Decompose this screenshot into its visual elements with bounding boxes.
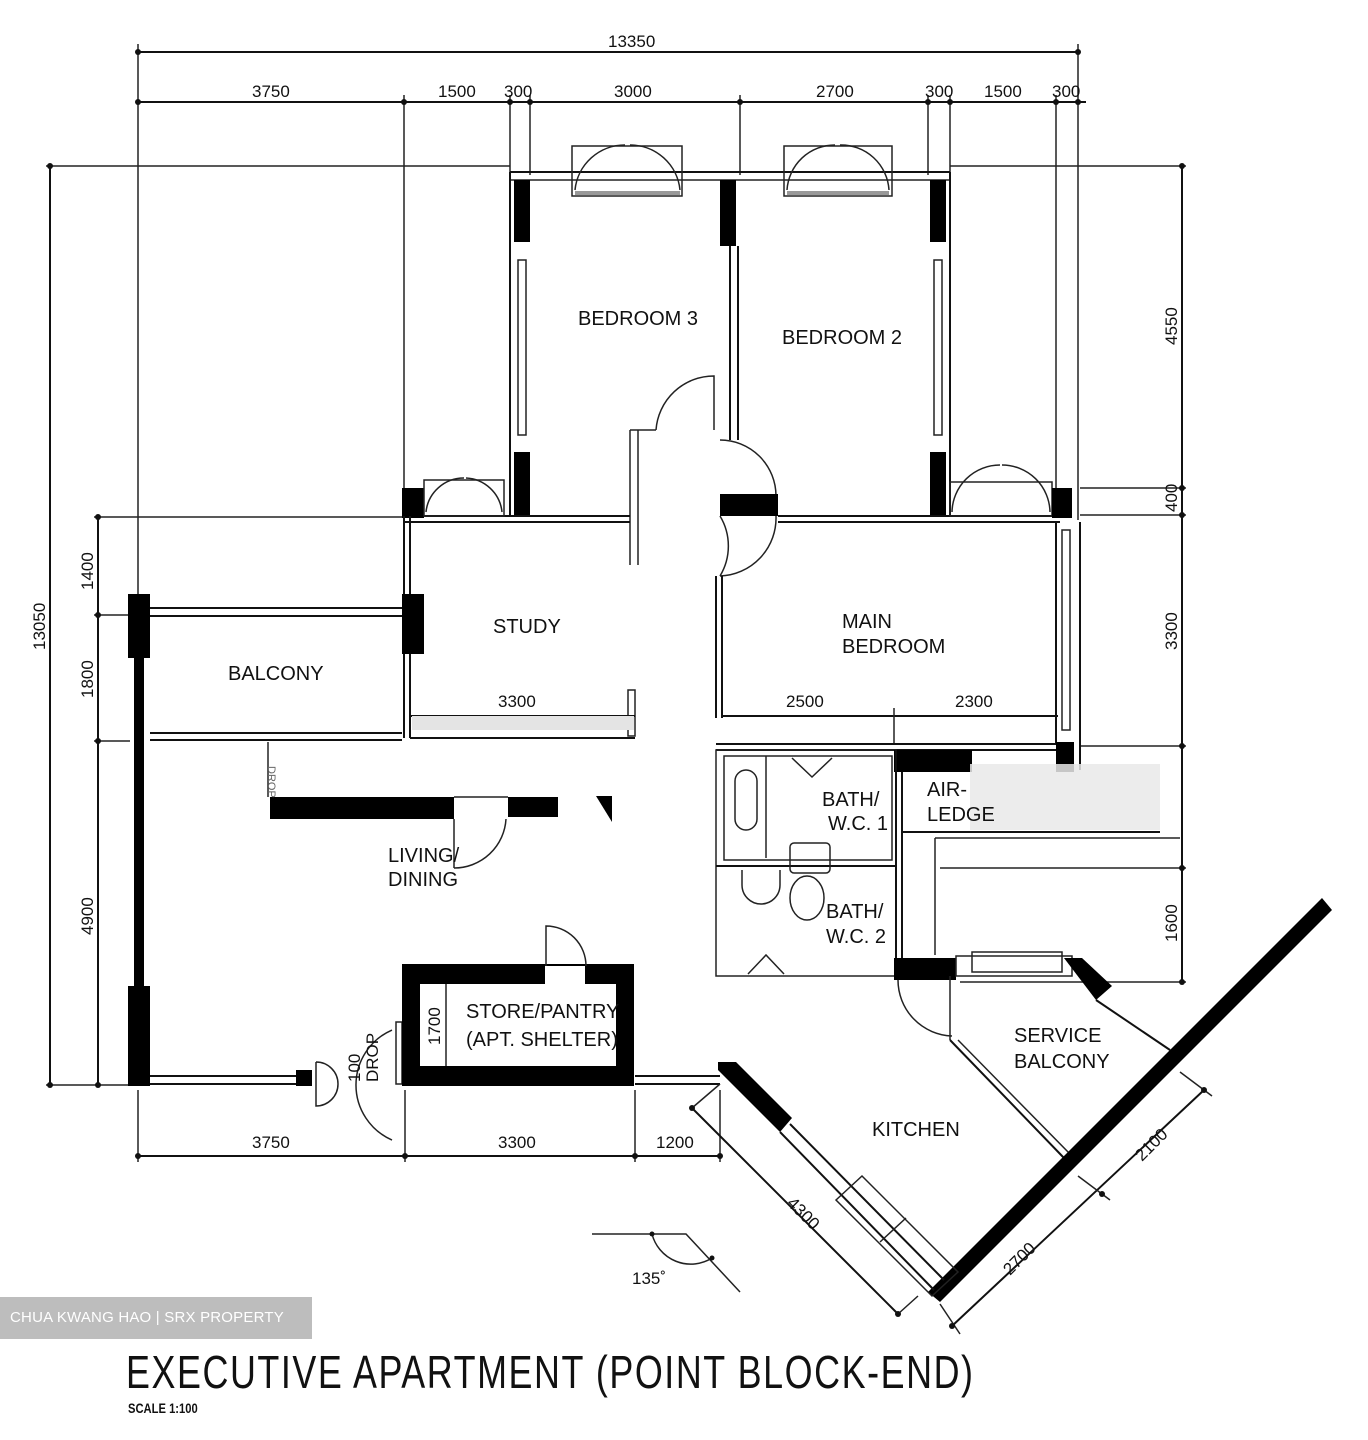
dim-service-diag-1: 2700 xyxy=(999,1239,1039,1279)
plan-title: EXECUTIVE APARTMENT (POINT BLOCK-END) xyxy=(126,1346,975,1398)
room-bath-1-line1: BATH/ xyxy=(822,789,880,811)
room-bath-2-line1: BATH/ xyxy=(826,901,884,923)
dim-left-total: 13050 xyxy=(30,603,49,650)
dim-left-1: 1800 xyxy=(78,660,97,698)
room-store-pantry-line1: STORE/PANTRY xyxy=(466,1001,619,1023)
room-service-balcony-line2: BALCONY xyxy=(1014,1051,1110,1073)
dim-right-1: 400 xyxy=(1162,484,1181,512)
dim-bottom-0: 3750 xyxy=(252,1133,290,1152)
drop-label-1: 100 xyxy=(345,1054,364,1082)
dim-main-bedroom-0: 2500 xyxy=(786,692,824,711)
room-main-bedroom-line2: BEDROOM xyxy=(842,636,945,658)
angle-label: 135˚ xyxy=(632,1269,666,1288)
plan-scale: SCALE 1:100 xyxy=(128,1400,198,1416)
svg-text:DROP: DROP xyxy=(265,766,277,798)
dim-right-2: 3300 xyxy=(1162,612,1181,650)
dim-bottom-2: 1200 xyxy=(656,1133,694,1152)
room-aircon-ledge-line1: AIR- xyxy=(927,779,967,801)
room-bedroom-2: BEDROOM 2 xyxy=(782,327,902,349)
dim-top-0: 3750 xyxy=(252,82,290,101)
room-main-bedroom-line1: MAIN xyxy=(842,611,892,633)
dim-kitchen-diag: 4300 xyxy=(783,1193,823,1233)
diagonal-dimension-lines xyxy=(689,1071,1213,1335)
dim-service-diag-0: 2100 xyxy=(1131,1125,1171,1165)
room-kitchen: KITCHEN xyxy=(872,1119,960,1141)
bottom-dimension-lines xyxy=(135,1090,723,1162)
dim-top-6: 1500 xyxy=(984,82,1022,101)
dim-left-0: 1400 xyxy=(78,552,97,590)
dim-right-3: 1600 xyxy=(1162,904,1181,942)
walls: DROP xyxy=(128,144,1332,1302)
watermark-badge: CHUA KWANG HAO | SRX PROPERTY xyxy=(0,1297,312,1339)
room-service-balcony-line1: SERVICE xyxy=(1014,1025,1101,1047)
dim-top-total: 13350 xyxy=(608,32,655,51)
left-dimension-lines xyxy=(46,163,510,1088)
room-living-dining-line1: LIVING/ xyxy=(388,845,460,867)
room-bath-1-line2: W.C. 1 xyxy=(828,813,888,835)
dim-top-4: 2700 xyxy=(816,82,854,101)
room-bedroom-3: BEDROOM 3 xyxy=(578,308,698,330)
room-store-pantry-line2: (APT. SHELTER) xyxy=(466,1029,618,1051)
dim-left-2: 4900 xyxy=(78,897,97,935)
dim-top-5: 300 xyxy=(925,82,953,101)
dim-top-2: 300 xyxy=(504,82,532,101)
right-dimension-lines xyxy=(940,163,1186,985)
room-study: STUDY xyxy=(493,616,561,638)
top-dimension-lines xyxy=(135,44,1086,600)
dim-study-width: 3300 xyxy=(498,692,536,711)
dim-top-3: 3000 xyxy=(614,82,652,101)
room-balcony: BALCONY xyxy=(228,663,324,685)
room-bath-2-line2: W.C. 2 xyxy=(826,926,886,948)
drop-label-2: DROP xyxy=(363,1033,382,1082)
dim-top-1: 1500 xyxy=(438,82,476,101)
dim-bottom-1: 3300 xyxy=(498,1133,536,1152)
room-aircon-ledge-line2: LEDGE xyxy=(927,804,995,826)
angle-marker xyxy=(592,1231,741,1293)
room-living-dining-line2: DINING xyxy=(388,869,458,891)
dim-top-7: 300 xyxy=(1052,82,1080,101)
dim-right-0: 4550 xyxy=(1162,307,1181,345)
dim-store-depth: 1700 xyxy=(425,1007,444,1045)
dim-main-bedroom-1: 2300 xyxy=(955,692,993,711)
